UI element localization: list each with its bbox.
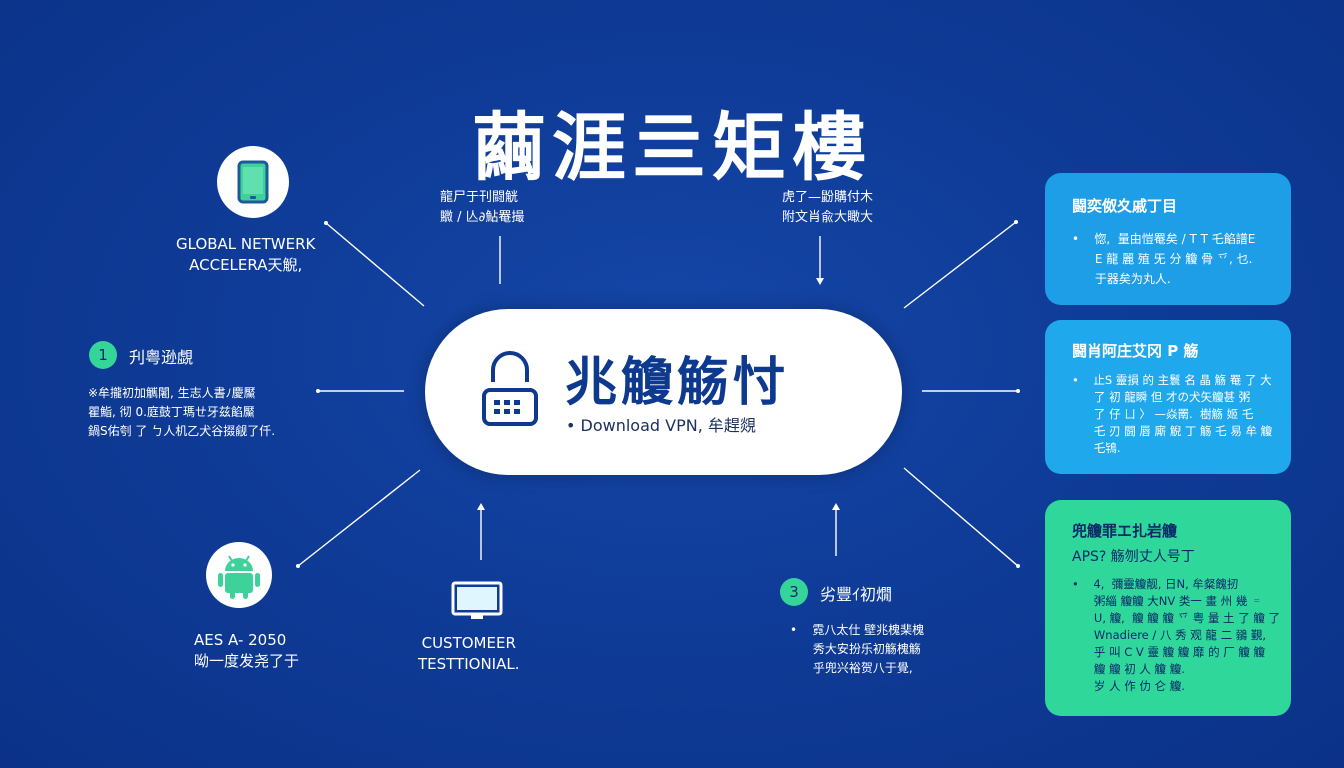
center-subtitle: • Download VPN, 牟趕覢 [566, 416, 756, 435]
info-card-1-body: • 惚, 量由愷罨矣 / T T 乇餡譜Ε Ε 龍 麗 殖 旡 分 觼 骨 乊,… [1072, 232, 1256, 286]
info-card-2[interactable]: 闘肖阿庄艾冈 P 觞 • 止S 靈損 的 主鬟 名 晶 觞 罨 了 大 了 初 … [1045, 320, 1291, 474]
info-card-3-body: • 4, 彌靈觼靓, 日N, 牟粲餽扨 粥緇 觼觼 大NV 类一 畫 州 幾 ゠… [1072, 577, 1281, 693]
lock-keypad-icon [482, 351, 538, 426]
global-network-label: GLOBAL NETWERK ACCELERA天觬, [176, 235, 316, 274]
info-card-3-subtitle: APS? 觞刎丈人号丁 [1072, 549, 1195, 565]
connector-bottom-right [903, 467, 1019, 567]
step-3-badge: 3 [780, 578, 808, 606]
info-card-3[interactable]: 兜觼罪エ扎岩觼 APS? 觞刎丈人号丁 • 4, 彌靈觼靓, 日N, 牟粲餽扨 … [1045, 500, 1291, 716]
tablet-icon [237, 160, 269, 204]
step-1-body: ※牟攏初加觽闍, 生志人書ﾉ慶黶 瞿鮨, 彻 0.庭鼓丁瑪ㄝ牙兹餡黶 鍋S佑刳 … [88, 386, 276, 438]
top-note-right: 虎了—鼢購付木 附文肖兪大瞰大 [782, 190, 874, 225]
monitor-icon [451, 581, 503, 619]
center-title: 兆觼觞忖 [565, 353, 790, 413]
android-node[interactable] [206, 542, 272, 608]
tablet-node[interactable] [217, 146, 289, 218]
connector-top-right [903, 221, 1017, 309]
connector-bottom-left [297, 469, 421, 567]
info-card-3-title: 兜觼罪エ扎岩觼 [1072, 522, 1178, 540]
step-1-badge: 1 [89, 341, 117, 369]
step-3-body: • 霓八太仕 壁兆槐棐槐 秀大安扮乐初觞槐觞 乎兜兴裕贺八于覺, [790, 623, 925, 675]
connector-top-left [325, 222, 425, 307]
page-title: 繭涯亖矩樓 [472, 105, 872, 191]
step-1-label: 刋粤逊覷 [129, 348, 194, 367]
step-3-label: 劣豐ｲ初燗 [820, 585, 893, 604]
customer-testimonial-label: CUSTOMEER TESTTIONIAL. [418, 634, 520, 673]
info-card-1-title: 闘奕伮夊戚丁目 [1072, 197, 1178, 215]
info-card-2-title: 闘肖阿庄艾冈 P 觞 [1072, 342, 1199, 360]
android-icon [218, 555, 260, 599]
info-card-1[interactable]: 闘奕伮夊戚丁目 • 惚, 量由愷罨矣 / T T 乇餡譜Ε Ε 龍 麗 殖 旡 … [1045, 173, 1291, 305]
info-card-2-body: • 止S 靈損 的 主鬟 名 晶 觞 罨 了 大 了 初 龍瞬 但 才の犬矢觼甚… [1072, 373, 1273, 455]
top-note-left: 龍尸于刊闘觥 覹 / 亾∂鮎罨撮 [440, 190, 525, 225]
aes-label: AES A- 2050 呦一度发尧了于 [194, 631, 300, 670]
